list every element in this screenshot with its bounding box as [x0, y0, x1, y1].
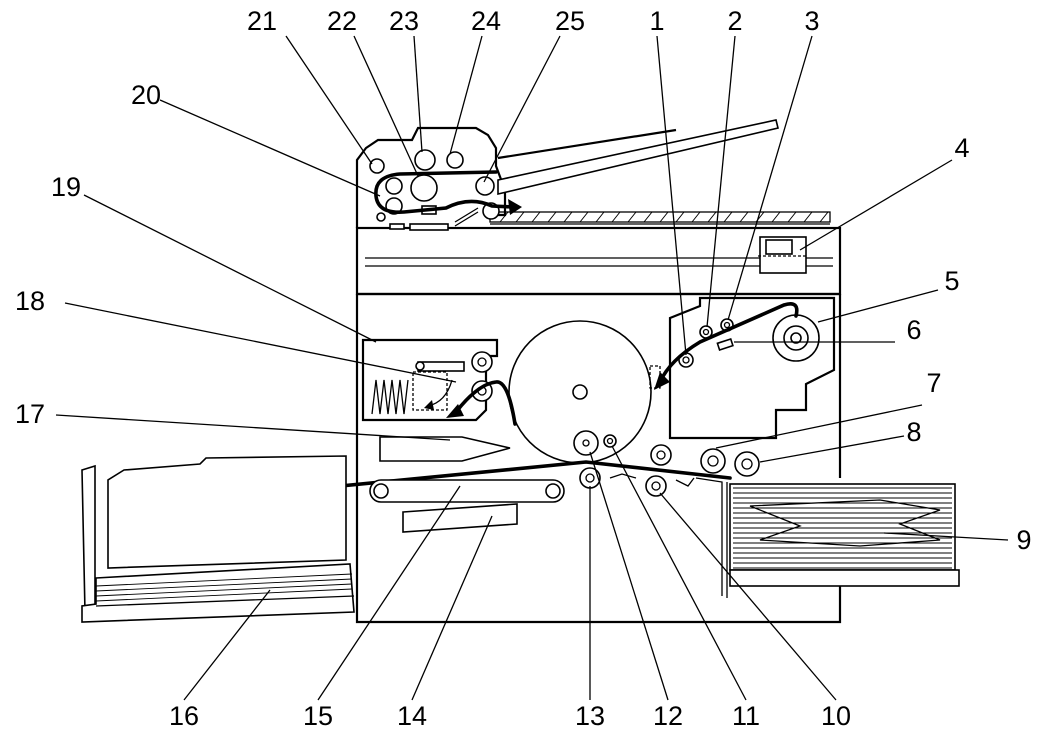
lens-block: [758, 236, 808, 274]
callout-25: 25: [555, 6, 585, 36]
callout-14: 14: [397, 701, 427, 730]
callout-9: 9: [1016, 525, 1031, 555]
callout-13: 13: [575, 701, 605, 730]
callout-16: 16: [169, 701, 199, 730]
callout-21: 21: [247, 6, 277, 36]
paper-path: [284, 430, 760, 598]
callout-1: 1: [649, 6, 664, 36]
callout-20: 20: [131, 80, 161, 110]
callout-10: 10: [821, 701, 851, 730]
callout-3: 3: [804, 6, 819, 36]
callout-4: 4: [954, 133, 969, 163]
exposure-glass: [489, 211, 831, 229]
callout-8: 8: [906, 417, 921, 447]
transport-belt: [369, 479, 565, 533]
master-disposal-unit: [361, 338, 517, 426]
master-making-unit: [649, 296, 836, 440]
callout-7: 7: [926, 368, 941, 398]
callout-19: 19: [51, 172, 81, 202]
callout-2: 2: [727, 6, 742, 36]
callout-23: 23: [389, 6, 419, 36]
callout-22: 22: [327, 6, 357, 36]
document-feeder: [355, 119, 779, 231]
leader-lines: [55, 35, 1009, 701]
callout-18: 18: [15, 286, 45, 316]
callout-labels: 1 2 3 4 5 6 7 8 9 10 11 12 13 14 15 16 1…: [15, 6, 1032, 730]
paper-feed-tray: [729, 483, 960, 587]
callout-11: 11: [732, 701, 760, 730]
callout-15: 15: [303, 701, 333, 730]
callout-6: 6: [906, 315, 921, 345]
callout-12: 12: [653, 701, 683, 730]
delivery-tray: [81, 455, 355, 623]
callout-17: 17: [15, 399, 45, 429]
callout-5: 5: [944, 266, 959, 296]
callout-24: 24: [471, 6, 501, 36]
